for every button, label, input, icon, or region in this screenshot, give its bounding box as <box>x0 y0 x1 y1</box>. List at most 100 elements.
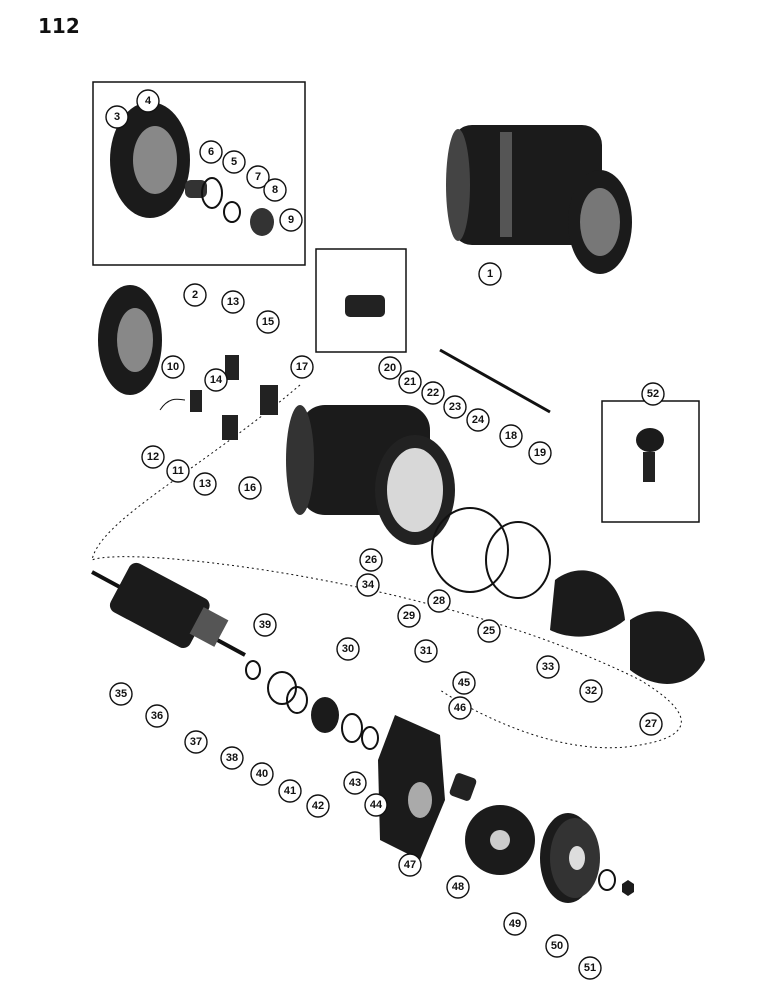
callout-4: 4 <box>136 89 160 113</box>
callout-51: 51 <box>578 956 602 980</box>
callout-label: 8 <box>272 184 278 196</box>
callout-label: 27 <box>645 718 657 730</box>
armature-icon <box>91 562 246 657</box>
callout-1: 1 <box>478 262 502 286</box>
callout-13: 13 <box>221 290 245 314</box>
callout-label: 13 <box>227 296 239 308</box>
callout-35: 35 <box>109 682 133 706</box>
callout-13: 13 <box>193 472 217 496</box>
callout-16: 16 <box>238 476 262 500</box>
callout-label: 40 <box>256 768 268 780</box>
assembly-flow-line <box>91 384 682 749</box>
callout-label: 45 <box>458 677 470 689</box>
callout-label: 15 <box>262 316 274 328</box>
callout-label: 37 <box>190 736 202 748</box>
callout-label: 42 <box>312 800 324 812</box>
callout-label: 10 <box>167 361 179 373</box>
callout-33: 33 <box>536 655 560 679</box>
callout-25: 25 <box>477 619 501 643</box>
callout-label: 9 <box>288 214 294 226</box>
washer-icon <box>598 869 616 891</box>
callout-label: 24 <box>472 414 485 426</box>
callout-label: 44 <box>370 799 383 811</box>
callout-group: 1234567891011121313141516171819202122232… <box>105 89 665 980</box>
callout-label: 36 <box>151 710 163 722</box>
callout-label: 18 <box>505 430 517 442</box>
callout-43: 43 <box>343 771 367 795</box>
callout-label: 34 <box>362 579 375 591</box>
fan-icon <box>449 773 535 875</box>
callout-label: 17 <box>296 361 308 373</box>
callout-12: 12 <box>141 445 165 469</box>
callout-label: 33 <box>542 661 554 673</box>
callout-label: 25 <box>483 625 495 637</box>
through-bolt-icon <box>439 348 551 414</box>
callout-label: 22 <box>427 387 439 399</box>
callout-2: 2 <box>183 283 207 307</box>
callout-23: 23 <box>443 395 467 419</box>
callout-label: 7 <box>255 171 261 183</box>
callout-label: 26 <box>365 554 377 566</box>
callout-22: 22 <box>421 381 445 405</box>
callout-41: 41 <box>278 779 302 803</box>
callout-label: 4 <box>145 95 152 107</box>
callout-label: 23 <box>449 401 461 413</box>
callout-50: 50 <box>545 934 569 958</box>
pulley-icon <box>540 813 600 903</box>
callout-52: 52 <box>641 382 665 406</box>
callout-26: 26 <box>359 548 383 572</box>
callout-label: 5 <box>231 156 237 168</box>
drive-end-frame-icon <box>378 715 445 860</box>
callout-label: 47 <box>404 859 416 871</box>
callout-label: 46 <box>454 702 466 714</box>
callout-label: 51 <box>584 962 596 974</box>
callout-17: 17 <box>290 355 314 379</box>
callout-8: 8 <box>263 178 287 202</box>
callout-label: 3 <box>114 111 120 123</box>
inset-box-end-frame <box>92 81 306 266</box>
field-coil-icon <box>431 507 551 599</box>
callout-label: 28 <box>433 595 445 607</box>
callout-10: 10 <box>161 355 185 379</box>
nut-icon <box>622 880 634 896</box>
callout-29: 29 <box>397 604 421 628</box>
callout-label: 50 <box>551 940 563 952</box>
callout-label: 43 <box>349 777 361 789</box>
callout-28: 28 <box>427 589 451 613</box>
callout-label: 13 <box>199 478 211 490</box>
callout-label: 2 <box>192 289 198 301</box>
callout-34: 34 <box>356 573 380 597</box>
callout-label: 30 <box>342 643 354 655</box>
inset-box-brush-holder <box>315 248 407 353</box>
callout-label: 6 <box>208 146 214 158</box>
pole-shoe-icon <box>550 570 705 684</box>
callout-21: 21 <box>398 370 422 394</box>
callout-label: 21 <box>404 376 416 388</box>
callout-7: 7 <box>246 165 270 189</box>
callout-label: 52 <box>647 388 659 400</box>
callout-label: 14 <box>210 374 223 386</box>
callout-15: 15 <box>256 310 280 334</box>
page-number: 112 <box>38 14 80 38</box>
generator-assembly-icon <box>446 125 632 274</box>
callout-label: 29 <box>403 610 415 622</box>
terminal-icon <box>636 428 664 482</box>
callout-label: 41 <box>284 785 296 797</box>
callout-32: 32 <box>579 679 603 703</box>
callout-label: 1 <box>487 268 493 280</box>
callout-label: 11 <box>172 465 184 477</box>
callout-44: 44 <box>364 793 388 817</box>
callout-45: 45 <box>452 671 476 695</box>
callout-label: 38 <box>226 752 238 764</box>
commutator-end-frame-icon <box>110 102 274 236</box>
callout-label: 19 <box>534 447 546 459</box>
callout-39: 39 <box>253 613 277 637</box>
callout-label: 49 <box>509 918 521 930</box>
callout-40: 40 <box>250 762 274 786</box>
callout-label: 16 <box>244 482 256 494</box>
callout-9: 9 <box>279 208 303 232</box>
callout-6: 6 <box>199 140 223 164</box>
callout-3: 3 <box>105 105 129 129</box>
callout-label: 32 <box>585 685 597 697</box>
